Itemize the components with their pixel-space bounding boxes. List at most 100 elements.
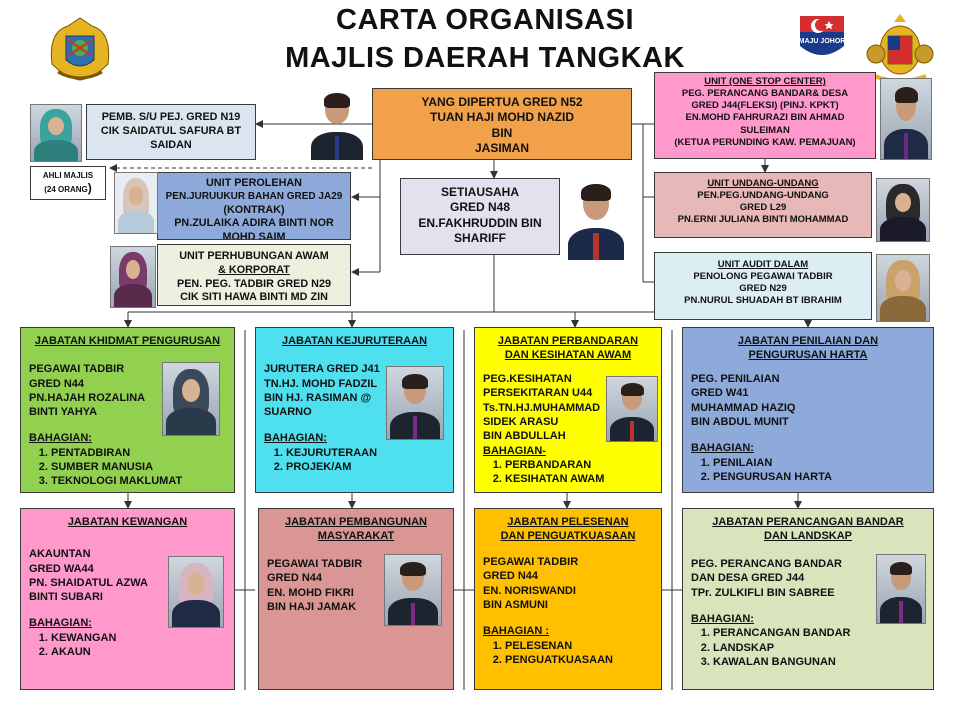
perolehan-contract: (KONTRAK) bbox=[223, 203, 285, 216]
jpph-header-2: PENGURUSAN HARTA bbox=[748, 349, 868, 362]
jpp-item: PELESENAN bbox=[505, 639, 653, 653]
jpbl-l1: PEG. PERANCANG BANDAR bbox=[691, 558, 842, 571]
head-title: YANG DIPERTUA GRED N52 bbox=[421, 95, 583, 109]
setiausaha-name-2: SHARIFF bbox=[454, 231, 506, 246]
jkej-bahagian: BAHAGIAN: bbox=[264, 432, 327, 445]
undang-title: UNIT UNDANG-UNDANG bbox=[707, 178, 819, 189]
unit-osc-box: UNIT (ONE STOP CENTER) PEG. PERANCANG BA… bbox=[654, 72, 876, 159]
jpp-header-2: DAN PENGUATKUASAAN bbox=[500, 530, 636, 543]
setiausaha-grade: GRED N48 bbox=[449, 200, 511, 215]
jpp-l2: GRED N44 bbox=[483, 570, 539, 583]
jkp-l3: PN.HAJAH ROZALINA bbox=[29, 391, 146, 404]
jkew-l1: AKAUNTAN bbox=[29, 548, 91, 561]
head-name-2: BIN bbox=[491, 125, 513, 140]
jpka-bahagian: BAHAGIAN- bbox=[483, 444, 546, 457]
unit-perolehan-box: UNIT PEROLEHAN PEN.JURUUKUR BAHAN GRED J… bbox=[157, 172, 351, 240]
jkew-l2: GRED WA44 bbox=[29, 562, 94, 575]
jkp-l2: GRED N44 bbox=[29, 377, 85, 390]
jpph-l3: MUHAMMAD HAZIQ bbox=[691, 401, 796, 414]
jpbl-header-1: JABATAN PERANCANGAN BANDAR bbox=[712, 516, 904, 528]
setiausaha-name-1: EN.FAKHRUDDIN BIN bbox=[418, 215, 542, 230]
jpph-l2: GRED W41 bbox=[691, 387, 749, 400]
jkej-item: KEJURUTERAAN bbox=[286, 446, 445, 460]
jpph-list: PENILAIAN PENGURUSAN HARTA bbox=[691, 456, 925, 485]
page-subtitle: MAJLIS DAERAH TANGKAK bbox=[285, 42, 685, 74]
jpbl-bahagian: BAHAGIAN: bbox=[691, 613, 754, 626]
unit-undang-box: UNIT UNDANG-UNDANG PEN.PEG.UNDANG-UNDANG… bbox=[654, 172, 872, 238]
osc-photo bbox=[880, 78, 932, 160]
jpph-l4: BIN ABDUL MUNIT bbox=[691, 416, 789, 429]
perolehan-grade: PEN.JURUUKUR BAHAN GRED JA29 bbox=[165, 190, 343, 202]
jkew-list: KEWANGAN AKAUN bbox=[29, 631, 226, 660]
jkej-list: KEJURUTERAAN PROJEK/AM bbox=[264, 446, 445, 475]
audit-title: UNIT AUDIT DALAM bbox=[717, 259, 809, 270]
ahli-count: (24 ORANG bbox=[44, 185, 88, 195]
jpp-l4: BIN ASMUNI bbox=[483, 599, 548, 612]
jkew-header: JABATAN KEWANGAN bbox=[67, 516, 188, 528]
osc-l4: EN.MOHD FAHRURAZI BIN AHMAD bbox=[685, 112, 845, 124]
jkp-header: JABATAN KHIDMAT PENGURUSAN bbox=[34, 335, 221, 347]
jkej-photo bbox=[386, 366, 444, 440]
jkp-photo bbox=[162, 362, 220, 436]
maju-johor-logo bbox=[800, 16, 844, 55]
undang-l3: GRED L29 bbox=[739, 202, 787, 214]
audit-l4: PN.NURUL SHUADAH BT IBRAHIM bbox=[684, 295, 842, 307]
jpka-item: KESIHATAN AWAM bbox=[505, 472, 653, 486]
pemb-name-2: SAIDAN bbox=[150, 138, 192, 151]
jkp-list: PENTADBIRAN SUMBER MANUSIA TEKNOLOGI MAK… bbox=[29, 446, 226, 489]
jpp-l1: PEGAWAI TADBIR bbox=[483, 556, 579, 569]
jpbl-item: KAWALAN BANGUNAN bbox=[713, 655, 925, 669]
ahli-majlis-box: AHLI MAJLIS (24 ORANG) bbox=[30, 166, 106, 200]
perolehan-name-1: PN.ZULAIKA ADIRA BINTI NOR bbox=[174, 217, 334, 230]
crest-emblem-right bbox=[866, 14, 934, 83]
osc-l6: (KETUA PERUNDING KAW. PEMAJUAN) bbox=[674, 136, 856, 148]
jkej-header: JABATAN KEJURUTERAAN bbox=[281, 335, 428, 347]
jpbl-header-2: DAN LANDSKAP bbox=[764, 530, 852, 543]
jpm-header-2: MASYARAKAT bbox=[317, 530, 395, 543]
jkew-photo bbox=[168, 556, 224, 628]
jpm-photo bbox=[384, 554, 442, 626]
perhubungan-title: UNIT PERHUBUNGAN AWAM bbox=[179, 250, 329, 262]
pembantu-setiausaha-box: PEMB. S/U PEJ. GRED N19 CIK SAIDATUL SAF… bbox=[86, 104, 256, 160]
jpp-bahagian: BAHAGIAN : bbox=[483, 625, 549, 638]
jpbl-list: PERANCANGAN BANDAR LANDSKAP KAWALAN BANG… bbox=[691, 626, 925, 669]
setiausaha-title: SETIAUSAHA bbox=[440, 185, 519, 199]
jpm-l3: EN. MOHD FIKRI bbox=[267, 586, 354, 599]
yang-dipertua-box: YANG DIPERTUA GRED N52 TUAN HAJI MOHD NA… bbox=[372, 88, 632, 160]
jkej-l3: BIN HJ. RASIMAN @ bbox=[264, 391, 372, 404]
jkej-l4: SUARNO bbox=[264, 406, 312, 419]
jkej-l2: TN.HJ. MOHD FADZIL bbox=[264, 377, 378, 390]
perolehan-name-2: MOHD SAIM bbox=[222, 231, 286, 240]
jpbl-photo bbox=[876, 554, 926, 624]
jkp-l1: PEGAWAI TADBIR bbox=[29, 363, 125, 376]
osc-l5: SULEIMAN bbox=[740, 124, 790, 136]
jpp-l3: EN. NORISWANDI bbox=[483, 584, 576, 597]
jpka-photo bbox=[606, 376, 658, 442]
perhubungan-name: CIK SITI HAWA BINTI MD ZIN bbox=[180, 291, 328, 304]
jpka-l1: PEG.KESIHATAN bbox=[483, 373, 572, 386]
setiausaha-photo bbox=[564, 176, 628, 260]
perhubungan-photo bbox=[110, 246, 156, 308]
jkew-item: KEWANGAN bbox=[51, 631, 226, 645]
jabatan-perancangan-bandar-box: JABATAN PERANCANGAN BANDAR DAN LANDSKAP P… bbox=[682, 508, 934, 690]
jkew-l4: BINTI SUBARI bbox=[29, 591, 103, 604]
head-name-1: TUAN HAJI MOHD NAZID bbox=[430, 110, 574, 125]
perhubungan-title-2: & KORPORAT bbox=[218, 263, 290, 276]
unit-audit-box: UNIT AUDIT DALAM PENOLONG PEGAWAI TADBIR… bbox=[654, 252, 872, 320]
jpp-list: PELESENAN PENGUATKUASAAN bbox=[483, 639, 653, 668]
head-photo bbox=[308, 86, 366, 160]
page-title: CARTA ORGANISASI bbox=[336, 4, 634, 36]
perolehan-title: UNIT PEROLEHAN bbox=[206, 177, 302, 189]
osc-l2: PEG. PERANCANG BANDAR& DESA bbox=[681, 88, 849, 100]
crest-emblem-left bbox=[50, 17, 110, 81]
setiausaha-box: SETIAUSAHA GRED N48 EN.FAKHRUDDIN BIN SH… bbox=[400, 178, 560, 255]
pemb-photo bbox=[30, 104, 82, 162]
jpbl-item: PERANCANGAN BANDAR bbox=[713, 626, 925, 640]
perhubungan-grade: PEN. PEG. TADBIR GRED N29 bbox=[177, 277, 331, 290]
jkew-l3: PN. SHAIDATUL AZWA bbox=[29, 576, 148, 589]
jpph-bahagian: BAHAGIAN: bbox=[691, 442, 754, 455]
osc-l3: GRED J44(FLEKSI) (PINJ. KPKT) bbox=[691, 100, 839, 112]
